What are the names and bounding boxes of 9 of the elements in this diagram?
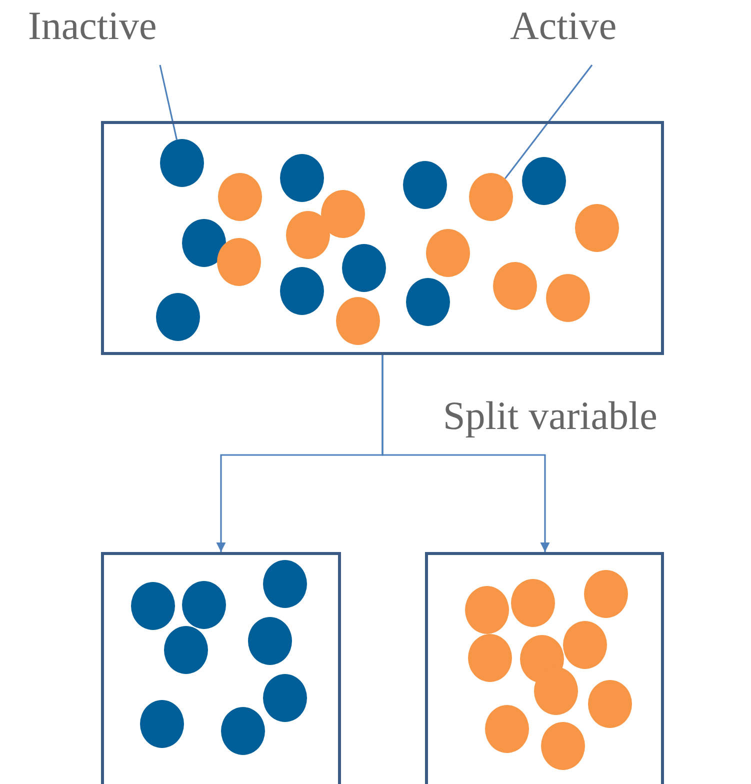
subset-box bbox=[101, 552, 341, 784]
split-label: Split variable bbox=[443, 396, 658, 436]
split-arrow bbox=[382, 355, 550, 552]
leader-line bbox=[159, 64, 178, 140]
subset-box bbox=[425, 552, 664, 784]
callout-text: Inactive bbox=[28, 6, 157, 46]
callout-text: Active bbox=[510, 6, 617, 46]
population-box bbox=[101, 121, 664, 355]
leader-line bbox=[504, 64, 593, 180]
